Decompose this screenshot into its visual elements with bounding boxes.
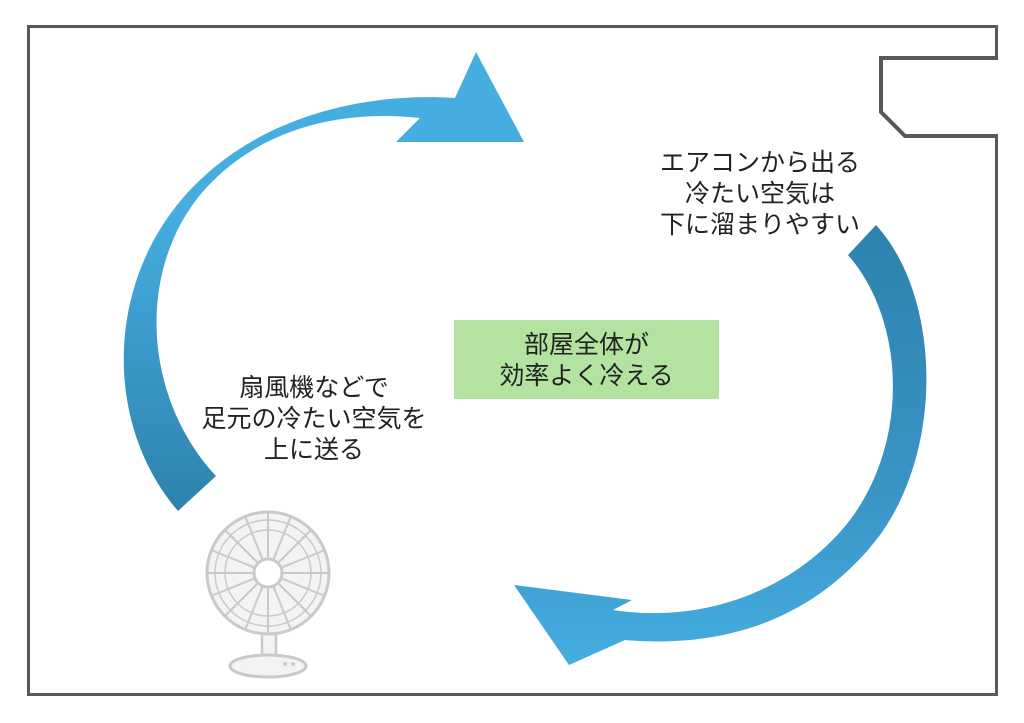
curved-arrow-down-icon <box>514 225 927 665</box>
electric-fan-icon <box>205 510 331 679</box>
curved-arrow-up-icon <box>123 52 525 511</box>
air-conditioner-icon <box>879 56 998 138</box>
ac-caption: エアコンから出る 冷たい空気は 下に溜まりやすい <box>640 147 880 240</box>
center-label-box: 部屋全体が 効率よく冷える <box>454 320 719 399</box>
room-frame <box>27 25 998 696</box>
center-label-line-1: 部屋全体が <box>523 329 649 359</box>
fan-caption-line-1: 扇風機などで <box>239 373 389 402</box>
fan-caption: 扇風機などで 足元の冷たい空気を 上に送る <box>186 372 442 465</box>
fan-caption-line-2: 足元の冷たい空気を <box>201 404 427 433</box>
ac-caption-line-1: エアコンから出る <box>659 148 860 177</box>
ac-caption-line-3: 下に溜まりやすい <box>659 210 860 239</box>
center-label-line-2: 効率よく冷える <box>499 360 674 390</box>
fan-caption-line-3: 上に送る <box>263 435 364 464</box>
ac-caption-line-2: 冷たい空気は <box>684 179 835 208</box>
